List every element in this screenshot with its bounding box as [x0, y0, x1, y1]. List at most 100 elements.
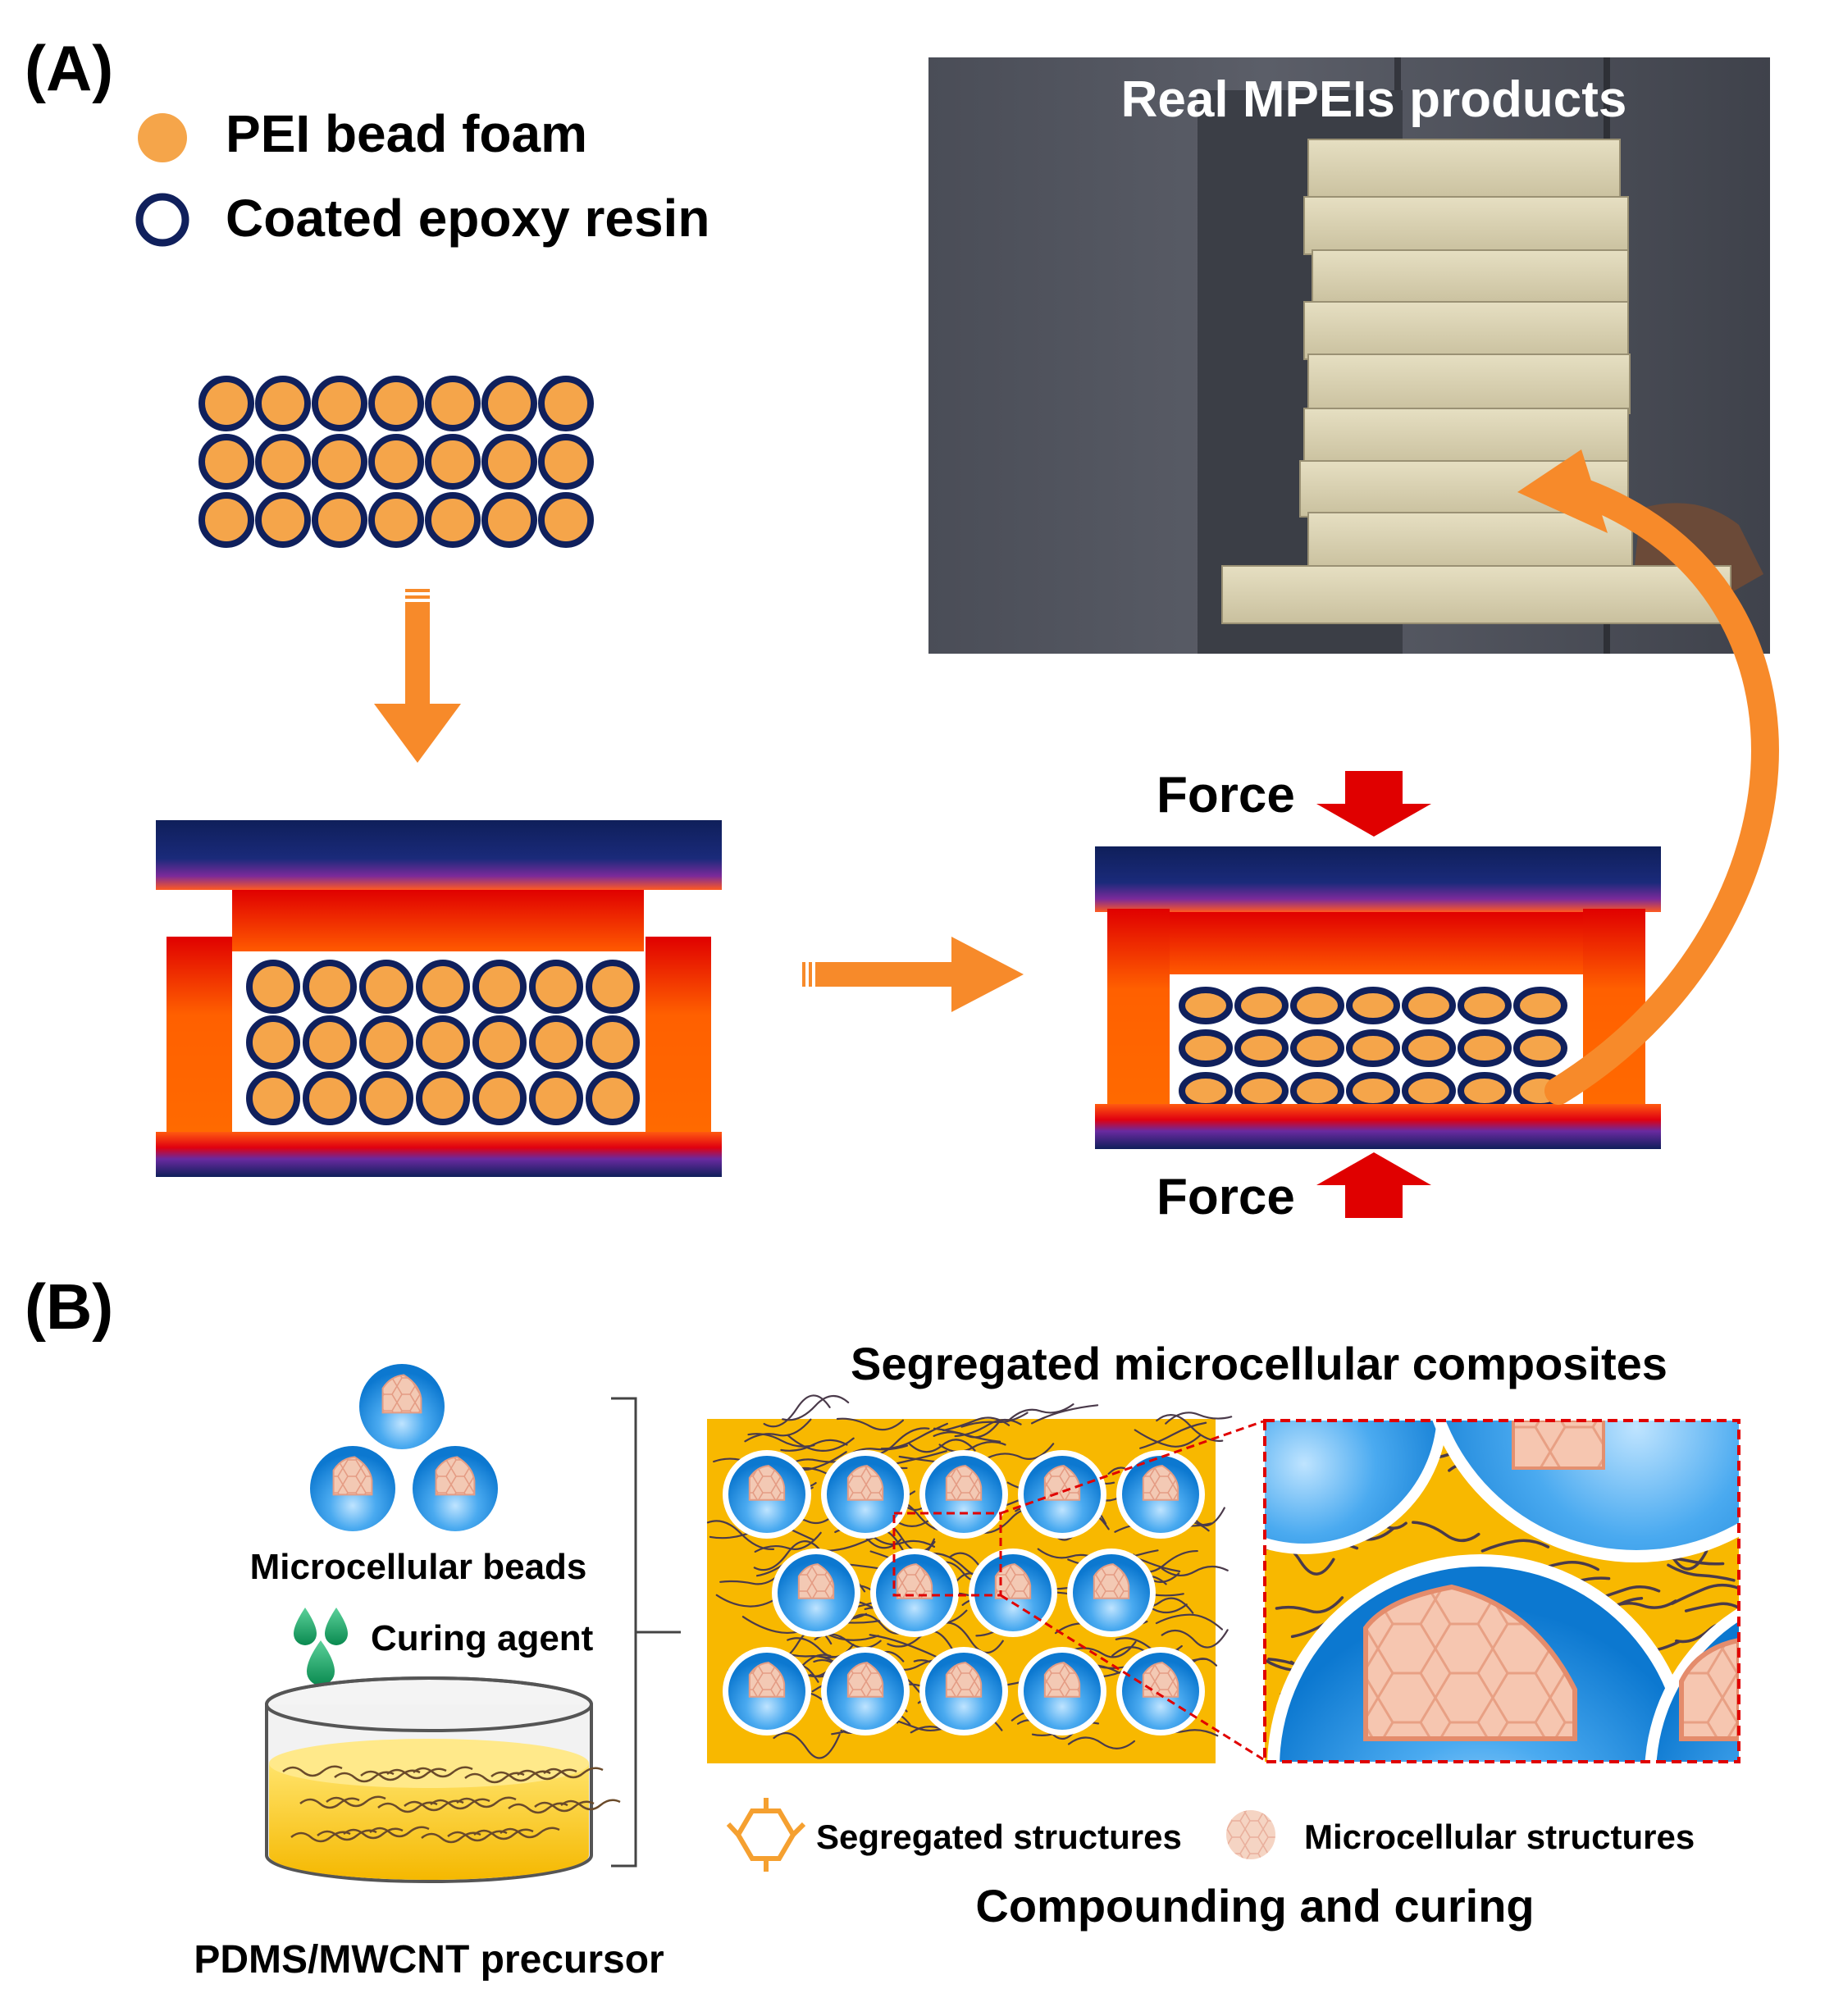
fiber — [508, 1802, 568, 1814]
bead — [481, 434, 537, 490]
fiber — [490, 1770, 551, 1782]
bead-core — [994, 1563, 1032, 1599]
fiber — [1067, 1736, 1136, 1749]
photo-title: Real MPEIs products — [1121, 71, 1627, 128]
mold-compressed-punch — [1170, 912, 1583, 974]
bead — [312, 434, 367, 490]
force-arrow-down-icon — [1316, 771, 1431, 837]
foam-slab — [1303, 301, 1629, 360]
bead — [529, 960, 583, 1014]
legend-label-epoxy: Coated epoxy resin — [226, 189, 709, 248]
microcellular-beads-cluster — [304, 1358, 504, 1537]
fiber — [706, 1520, 775, 1550]
force-arrow-up-icon — [1316, 1152, 1431, 1218]
bead — [246, 1071, 300, 1125]
bead — [255, 492, 311, 548]
panel-a: (A) PEI bead foam Coated epoxy resin — [25, 32, 1779, 1225]
fiber — [1161, 1565, 1229, 1576]
fiber — [1480, 1539, 1550, 1553]
panel-b: (B) Microcellular beads Curing agent PDM… — [25, 1270, 1740, 1982]
legend-swatch-epoxy — [135, 193, 189, 247]
bead — [368, 492, 424, 548]
bead — [246, 960, 300, 1014]
bead — [538, 492, 594, 548]
right-arrow — [802, 937, 1024, 1012]
bead — [303, 960, 357, 1014]
fiber — [360, 1769, 421, 1781]
fiber — [744, 1418, 812, 1443]
fiber — [836, 1417, 905, 1431]
precursor-beaker — [265, 1676, 621, 1883]
fiber — [1667, 1563, 1736, 1582]
fiber — [753, 1540, 821, 1571]
bead — [1290, 987, 1344, 1024]
legend-swatch-pei-bead — [138, 113, 187, 162]
fiber — [456, 1796, 517, 1808]
bead-core — [846, 1662, 884, 1698]
fiber — [867, 1531, 936, 1548]
fiber — [987, 1443, 1055, 1461]
bead-core — [748, 1465, 786, 1501]
foam-slab — [1307, 512, 1633, 571]
bead — [481, 492, 537, 548]
legend-segregated-label: Segregated structures — [816, 1818, 1182, 1856]
bead — [255, 434, 311, 490]
mold-compressed-bottom-plate — [1095, 1104, 1661, 1149]
bead — [586, 960, 640, 1014]
bead — [255, 376, 311, 431]
bead — [1346, 1029, 1400, 1067]
fiber — [430, 1798, 490, 1810]
fiber — [869, 1634, 937, 1658]
zoom-frame — [1263, 1419, 1740, 1763]
bead — [1234, 1029, 1289, 1067]
bead — [368, 376, 424, 431]
legend-label-pei-bead: PEI bead foam — [226, 104, 587, 163]
bead — [198, 492, 254, 548]
fiber — [290, 1831, 351, 1843]
grouping-bracket — [611, 1397, 681, 1868]
bead-core — [1043, 1662, 1081, 1698]
bead — [359, 960, 413, 1014]
bead — [416, 1015, 470, 1070]
composite-title: Segregated microcellular composites — [851, 1338, 1667, 1389]
bead — [1458, 987, 1512, 1024]
down-arrow — [374, 589, 461, 763]
bead-core — [896, 1563, 933, 1599]
bead-core — [1142, 1662, 1179, 1698]
structure-legend: Segregated structures Microcellular stru… — [726, 1798, 1695, 1872]
bead — [1458, 1072, 1512, 1110]
foam-slab — [1307, 353, 1631, 414]
bead — [368, 434, 424, 490]
fiber — [421, 1831, 481, 1844]
process-label: Compounding and curing — [975, 1880, 1534, 1932]
bead — [359, 1071, 413, 1125]
foam-slab — [1307, 139, 1621, 202]
bead-core — [332, 1456, 373, 1496]
bead-core — [846, 1465, 884, 1501]
bead — [1179, 987, 1233, 1024]
fiber — [404, 1799, 464, 1812]
mold-compressed-top-plate — [1095, 846, 1661, 912]
fiber — [447, 1830, 508, 1842]
bead — [1402, 1072, 1456, 1110]
loose-bead-array — [198, 376, 594, 548]
fiber — [1412, 1521, 1480, 1543]
legend-microcellular-label: Microcellular structures — [1304, 1818, 1695, 1856]
bead-core — [1093, 1563, 1130, 1599]
panel-b-label: (B) — [25, 1270, 113, 1343]
bead — [586, 1071, 640, 1125]
bead — [303, 1015, 357, 1070]
fiber — [1684, 1602, 1739, 1612]
panel-a-legend: PEI bead foam Coated epoxy resin — [135, 104, 709, 248]
bead — [472, 1015, 527, 1070]
fiber — [1069, 1640, 1137, 1658]
zoomed-detail — [1263, 1419, 1740, 1763]
zoom-region — [892, 1512, 1002, 1597]
bead — [1458, 1029, 1512, 1067]
mold-open-left-wall — [167, 937, 232, 1133]
fiber — [1006, 1403, 1074, 1423]
curved-arrow — [1517, 449, 1779, 1105]
fiber — [334, 1771, 395, 1783]
fiber — [299, 1797, 360, 1809]
bead — [1234, 1072, 1289, 1110]
